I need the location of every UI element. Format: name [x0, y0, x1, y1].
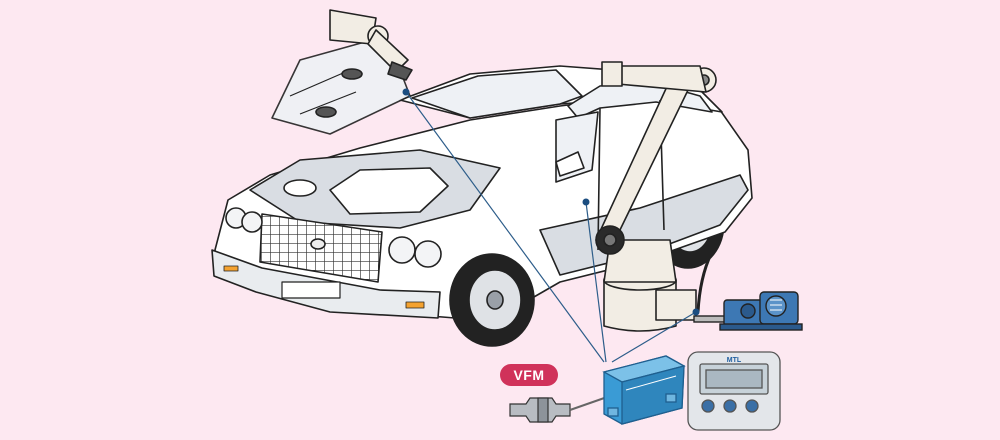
din-rail-module-icon: [604, 356, 684, 424]
vacuum-pump-icon: [694, 292, 802, 330]
digital-indicator-icon: MTL: [688, 352, 780, 430]
indicator-brand: MTL: [727, 357, 742, 364]
vfm-badge: VFM: [500, 364, 558, 386]
sensor-probe-icon: [510, 396, 610, 422]
front-wheel: [450, 254, 534, 346]
